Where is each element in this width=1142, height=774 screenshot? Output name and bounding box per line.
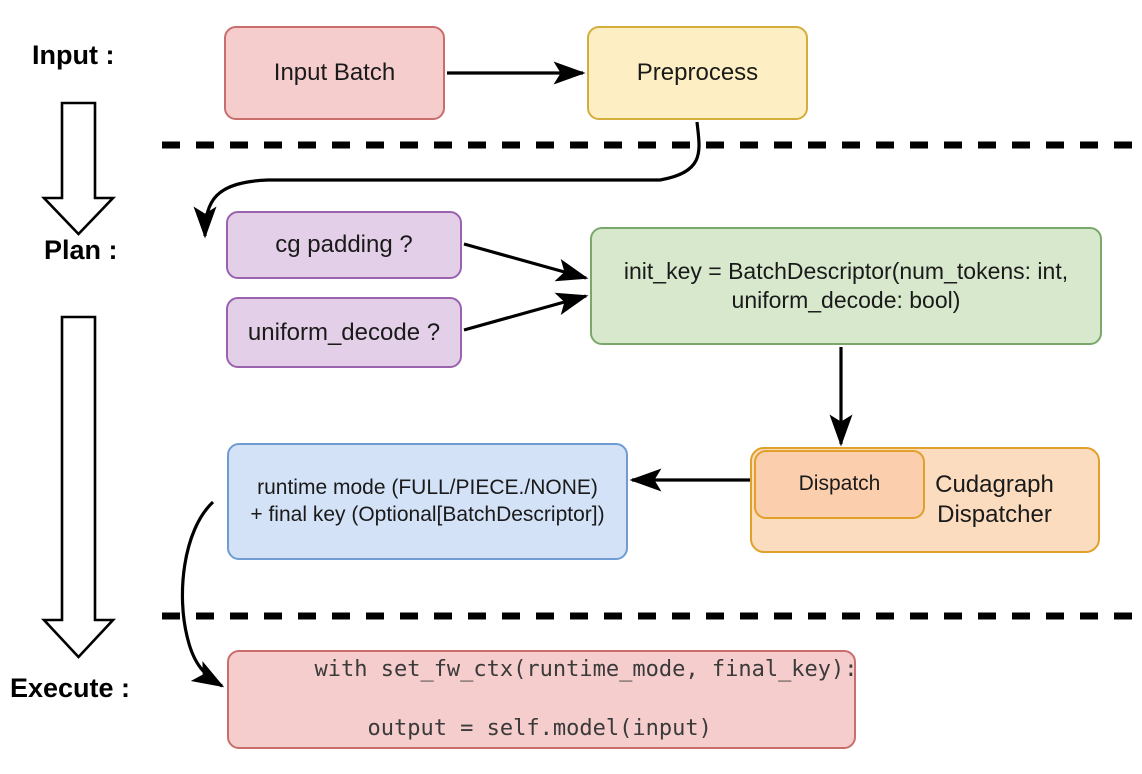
node-cudagraph-dispatcher-line1: Cudagraph [935,471,1054,498]
input-to-plan-block-arrow [40,101,117,236]
node-uniform-decode-label: uniform_decode ? [247,318,441,346]
node-preprocess-label: Preprocess [636,59,759,86]
node-runtime-mode[interactable]: runtime mode (FULL/PIECE./NONE) + final … [227,443,628,560]
section-label-input: Input : [32,40,115,70]
edge-cg-padding-to-init-key [463,242,589,282]
edge-uniform-decode-to-init-key [463,292,589,332]
code-line-1: with set_fw_ctx(runtime_mode, final_key)… [314,656,858,682]
code-line-2: output = self.model(input) [314,716,712,742]
node-cg-padding-label: cg padding ? [275,231,413,258]
node-cg-padding[interactable]: cg padding ? [226,211,462,279]
node-init-key[interactable]: init_key = BatchDescriptor(num_tokens: i… [590,227,1102,345]
edge-runtime-mode-to-code-block [180,500,225,688]
node-runtime-mode-line2: + final key (Optional[BatchDescriptor]) [250,502,605,526]
node-input-batch-label: Input Batch [273,59,396,86]
node-runtime-mode-line1: runtime mode (FULL/PIECE./NONE) [257,476,598,500]
node-uniform-decode[interactable]: uniform_decode ? [226,297,462,368]
node-init-key-line1: init_key = BatchDescriptor(num_tokens: i… [623,258,1069,285]
node-preprocess[interactable]: Preprocess [587,26,808,120]
plan-to-execute-block-arrow [41,315,116,659]
node-cudagraph-dispatcher-line2: Dispatcher [937,501,1052,528]
section-label-execute: Execute : [10,673,131,703]
node-init-key-line2: uniform_decode: bool) [731,287,961,313]
node-input-batch[interactable]: Input Batch [224,26,445,120]
section-label-plan: Plan : [44,235,118,265]
node-code-block[interactable]: with set_fw_ctx(runtime_mode, final_key)… [227,650,858,749]
node-dispatch-label: Dispatch [798,472,881,496]
node-dispatch[interactable]: Dispatch [754,450,925,519]
